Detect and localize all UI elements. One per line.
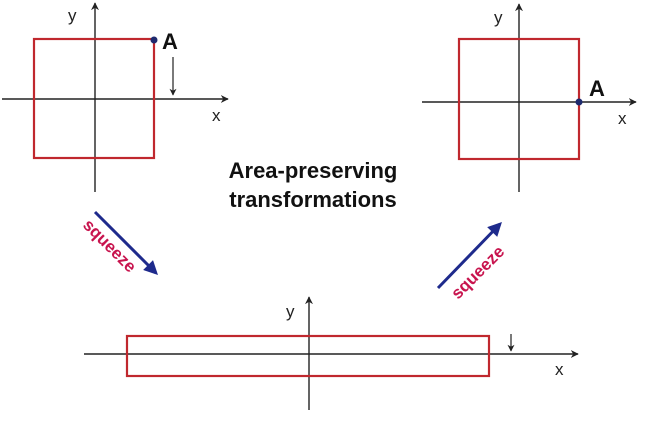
- point-a-label: A: [589, 76, 605, 101]
- panel-squeezed: x y: [84, 296, 579, 410]
- point-a-label: A: [162, 29, 178, 54]
- diagram-title: Area-preserving transformations: [229, 158, 398, 212]
- y-axis-label: y: [494, 8, 503, 27]
- panel-original: x y A: [2, 2, 229, 192]
- title-line-2: transformations: [229, 187, 396, 212]
- squeeze-arrow-right: squeeze: [436, 221, 508, 303]
- point-a-marker: [150, 36, 158, 44]
- x-axis-label: x: [212, 106, 221, 125]
- squeezed-rectangle: [125, 334, 491, 378]
- y-axis-label: y: [286, 302, 295, 321]
- blue-arrow: [436, 221, 502, 290]
- squeeze-label: squeeze: [447, 242, 508, 303]
- y-axis-label: y: [68, 6, 77, 25]
- x-axis-label: x: [618, 109, 627, 128]
- point-a-marker: [575, 98, 583, 106]
- panel-result: x y A: [422, 3, 637, 192]
- squeeze-arrow-left: squeeze: [79, 210, 158, 276]
- blue-arrow: [93, 210, 158, 275]
- x-axis-label: x: [555, 360, 564, 379]
- square-shape: [32, 37, 156, 160]
- title-line-1: Area-preserving: [229, 158, 398, 183]
